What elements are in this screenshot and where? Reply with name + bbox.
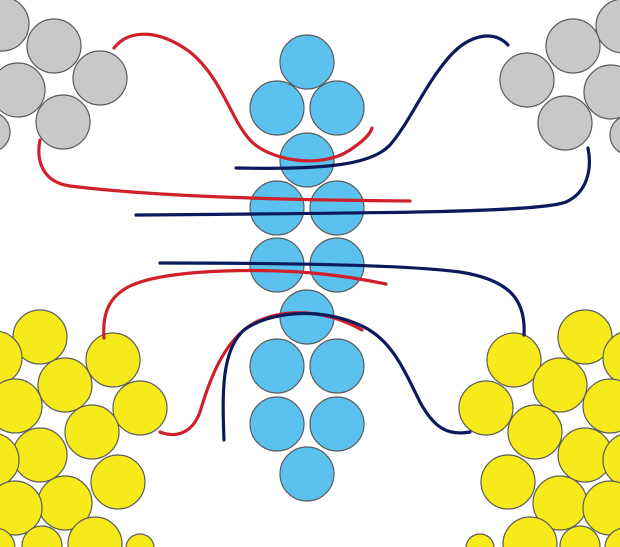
- bead: [557, 309, 613, 365]
- bead: [309, 180, 365, 236]
- bead: [559, 525, 601, 547]
- blue-thread-segment: [234, 34, 510, 170]
- bead: [465, 533, 495, 547]
- bead: [0, 0, 30, 52]
- bead: [0, 62, 46, 118]
- bead: [12, 427, 68, 483]
- bead: [90, 454, 146, 510]
- bead: [72, 50, 128, 106]
- bead: [249, 396, 305, 452]
- blue-thread: [134, 34, 591, 442]
- bead: [583, 64, 620, 120]
- bead: [21, 525, 63, 547]
- bottom-right-beads: [458, 309, 620, 547]
- bead: [609, 116, 620, 154]
- bead: [309, 338, 365, 394]
- bead: [602, 332, 620, 384]
- bead: [499, 52, 555, 108]
- red-thread-segment: [102, 268, 388, 340]
- bead: [67, 516, 123, 547]
- bead: [37, 357, 93, 413]
- top-left-beads: [0, 0, 128, 151]
- bottom-left-beads: [0, 309, 168, 547]
- bead: [0, 378, 43, 434]
- bead: [26, 18, 82, 74]
- bead: [309, 396, 365, 452]
- bead: [309, 80, 365, 136]
- bead: [502, 516, 558, 547]
- blue-thread-segment: [158, 261, 526, 337]
- bead: [0, 330, 23, 386]
- bead: [64, 404, 120, 460]
- blue-thread-segment: [221, 311, 472, 442]
- bead: [458, 380, 514, 436]
- bead: [602, 434, 620, 486]
- bead: [279, 34, 335, 90]
- bead: [595, 0, 620, 54]
- bead: [537, 95, 593, 151]
- bead: [0, 480, 43, 536]
- bead: [0, 113, 11, 151]
- blue-thread-segment: [134, 146, 591, 217]
- red-thread-segment: [37, 138, 412, 203]
- bead: [0, 528, 16, 547]
- bead: [249, 80, 305, 136]
- bead: [125, 533, 155, 547]
- bead: [249, 338, 305, 394]
- bead: [604, 528, 620, 547]
- top-right-beads: [499, 0, 620, 154]
- bead: [507, 404, 563, 460]
- bead: [532, 357, 588, 413]
- bead: [0, 433, 20, 487]
- center-column-beads: [249, 34, 365, 502]
- bead: [12, 309, 68, 365]
- bead: [85, 332, 141, 388]
- bead: [582, 378, 620, 434]
- bead: [480, 454, 536, 510]
- bead: [35, 94, 91, 150]
- bead: [279, 446, 335, 502]
- bead: [112, 380, 168, 436]
- bead: [486, 332, 542, 388]
- bead: [249, 180, 305, 236]
- bead: [545, 18, 601, 74]
- red-thread-segment: [112, 32, 374, 163]
